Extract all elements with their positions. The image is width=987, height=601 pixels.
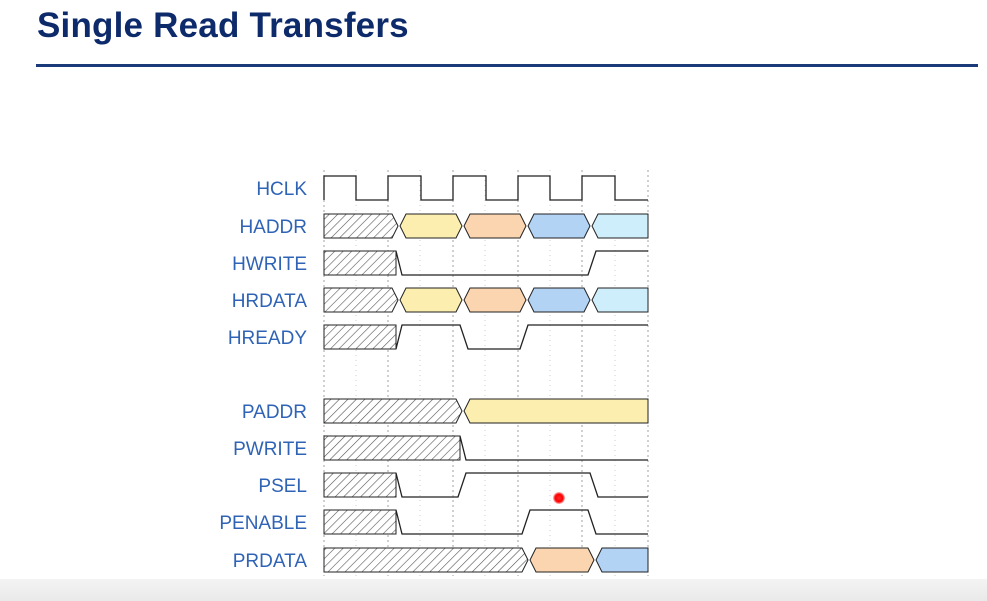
signal-label-psel: PSEL [258,476,307,497]
waveforms [323,175,649,573]
paddr-segment [463,398,649,424]
prdata-segment [595,547,649,573]
signal-label-paddr: PADDR [242,402,307,423]
slide-title: Single Read Transfers [37,6,409,45]
signal-labels: HCLK HADDR HWRITE HRDATA HREADY PADDR PWRITE PS… [219,179,307,572]
paddr-undefined [323,398,463,424]
laser-pointer-dot [553,492,565,504]
signal-label-hready: HREADY [228,328,308,349]
hready-waveform [395,324,648,350]
pwrite-waveform [459,435,648,461]
prdata-undefined [323,547,529,573]
psel-waveform [395,472,648,498]
signal-label-hclk: HCLK [256,179,307,200]
hrdata-segment [399,287,463,313]
penable-waveform [395,509,648,535]
bottom-bar [0,579,987,601]
hready-undefined [323,324,397,350]
hrdata-undefined [323,287,399,313]
haddr-segment [527,213,591,239]
signal-label-penable: PENABLE [219,513,307,534]
haddr-segment [463,213,527,239]
penable-undefined [323,509,397,535]
hrdata-segment [527,287,591,313]
pwrite-undefined [323,435,461,461]
title-divider [36,64,978,67]
signal-label-hrdata: HRDATA [232,291,308,312]
hrdata-segment [591,287,649,313]
hrdata-segment [463,287,527,313]
signal-label-pwrite: PWRITE [233,439,307,460]
psel-undefined [323,472,397,498]
signal-label-haddr: HADDR [239,217,307,238]
haddr-segment [399,213,463,239]
prdata-segment [529,547,595,573]
haddr-undefined [323,213,399,239]
signal-label-prdata: PRDATA [233,551,308,572]
hwrite-waveform [395,250,648,276]
haddr-segment [591,213,649,239]
hclk-waveform [323,175,648,201]
hwrite-undefined [323,250,397,276]
signal-label-hwrite: HWRITE [232,254,307,275]
